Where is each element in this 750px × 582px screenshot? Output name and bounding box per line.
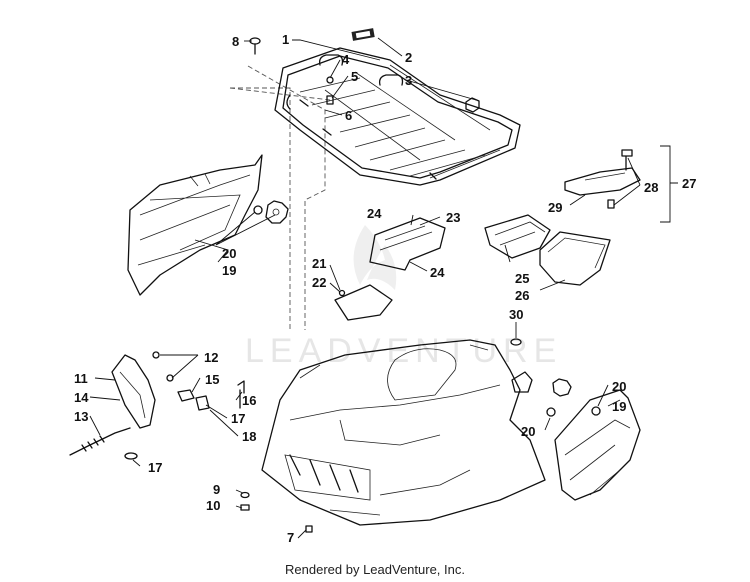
group-bracket-27 (660, 145, 678, 223)
callout-28: 28 (644, 180, 658, 195)
callout-17b: 17 (148, 460, 162, 475)
callout-3: 3 (405, 73, 412, 88)
callout-labels: 8 1 2 3 4 5 6 20 19 24 23 24 21 22 25 26… (74, 32, 696, 545)
callout-25: 25 (515, 271, 529, 286)
screw-part-8 (249, 37, 261, 55)
callout-24a: 24 (367, 206, 382, 221)
callout-8: 8 (232, 34, 239, 49)
callout-23: 23 (446, 210, 460, 225)
callout-22: 22 (312, 275, 326, 290)
washers-right (546, 378, 601, 417)
callout-16: 16 (242, 393, 256, 408)
left-front-cover (69, 351, 245, 460)
right-bracket (510, 338, 533, 393)
nut-part (465, 97, 480, 113)
callout-30: 30 (509, 307, 523, 322)
rear-rack (274, 47, 521, 186)
tray-cover (564, 149, 641, 209)
callout-1: 1 (282, 32, 289, 47)
svg-text:LEADVENTURE: LEADVENTURE (245, 332, 562, 370)
callout-15: 15 (205, 372, 219, 387)
callout-18: 18 (242, 429, 256, 444)
callout-27: 27 (682, 176, 696, 191)
callout-29: 29 (548, 200, 562, 215)
callout-11: 11 (74, 371, 88, 386)
access-plate (334, 284, 393, 321)
callout-24b: 24 (430, 265, 445, 280)
bolt-parts-4-5 (326, 76, 334, 105)
callout-20a: 20 (222, 246, 236, 261)
footer-credit: Rendered by LeadVenture, Inc. (285, 562, 465, 577)
callout-20c: 20 (521, 424, 535, 439)
leader-lines (89, 37, 641, 539)
washer-knob-upper (253, 200, 289, 224)
callout-12: 12 (204, 350, 218, 365)
storage-bin (539, 231, 611, 286)
right-side-panel (554, 389, 641, 501)
callout-14: 14 (74, 390, 89, 405)
callout-19a: 19 (222, 263, 236, 278)
reference-lines (229, 65, 331, 330)
callout-4: 4 (342, 52, 350, 67)
lower-fasteners (240, 491, 313, 533)
callout-10: 10 (206, 498, 220, 513)
callout-19b: 19 (612, 399, 626, 414)
callout-5: 5 (351, 69, 358, 84)
storage-lid (484, 214, 551, 259)
callout-6: 6 (345, 108, 352, 123)
center-cover-plate (369, 217, 446, 271)
left-side-panel (127, 154, 263, 296)
callout-13: 13 (74, 409, 88, 424)
callout-20b: 20 (612, 379, 626, 394)
front-fender-body (261, 339, 546, 526)
callout-9: 9 (213, 482, 220, 497)
callout-26: 26 (515, 288, 529, 303)
callout-2: 2 (405, 50, 412, 65)
callout-17a: 17 (231, 411, 245, 426)
watermark: LEADVENTURE (245, 225, 562, 370)
callout-7: 7 (287, 530, 294, 545)
callout-21: 21 (312, 256, 326, 271)
decal-part (351, 28, 375, 41)
